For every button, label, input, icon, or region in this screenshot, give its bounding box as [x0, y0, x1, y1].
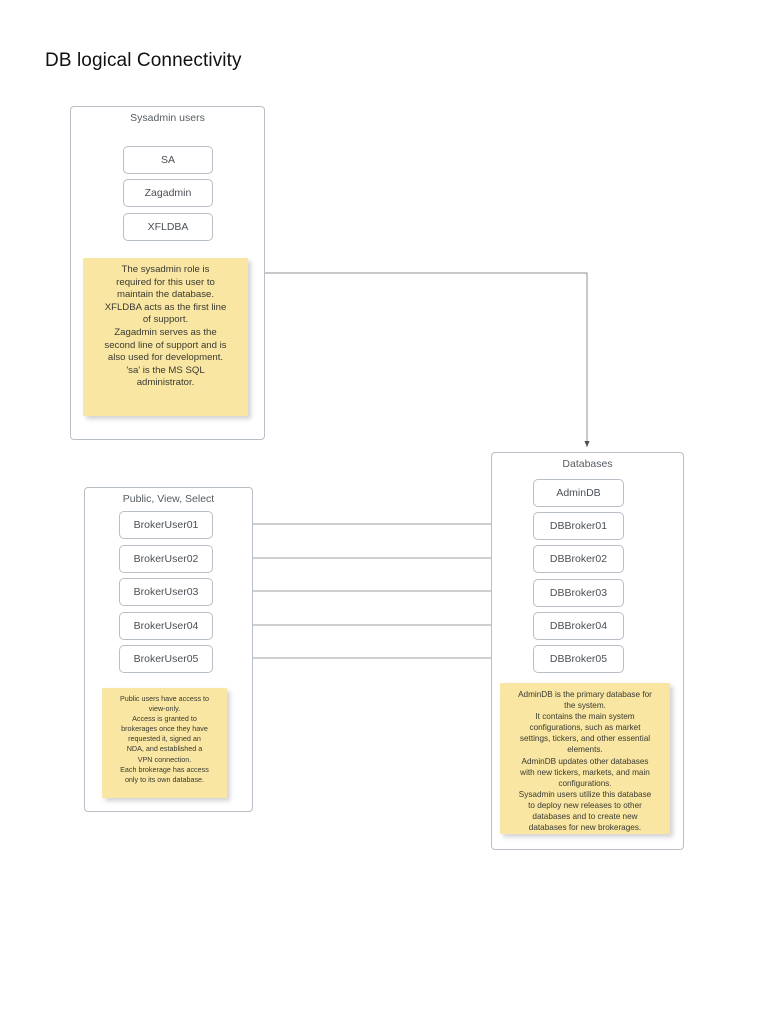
node-dbbroker03[interactable]: DBBroker03: [533, 579, 624, 607]
node-dbbroker05[interactable]: DBBroker05: [533, 645, 624, 673]
note-line: AdminDB is the primary database for: [518, 690, 652, 699]
note-line: required for this user to: [116, 276, 215, 288]
note-line: The sysadmin role is: [121, 264, 210, 275]
node-brokeruser02[interactable]: BrokerUser02: [119, 545, 213, 573]
node-xfldba[interactable]: XFLDBA: [123, 213, 213, 241]
group-title-databases: Databases: [562, 458, 613, 470]
note-line: 'sa' is the MS SQL: [126, 364, 205, 376]
note-line: configurations.: [558, 778, 612, 788]
note-line: Public users have access to: [119, 694, 210, 703]
node-brokeruser05[interactable]: BrokerUser05: [119, 645, 213, 673]
note-line: VPN connection.: [137, 754, 192, 764]
page-title: DB logical Connectivity: [45, 50, 242, 71]
node-admindb[interactable]: AdminDB: [533, 479, 624, 507]
note-line: elements.: [567, 745, 603, 755]
node-sa[interactable]: SA: [123, 146, 213, 174]
note-line: Sysadmin users utilize this database: [518, 789, 652, 799]
node-dbbroker04[interactable]: DBBroker04: [533, 612, 624, 640]
node-brokeruser01[interactable]: BrokerUser01: [119, 511, 213, 539]
note-line: to deploy new releases to other: [528, 800, 642, 810]
note-public-access: Public users have access to view-only. A…: [102, 688, 227, 798]
note-line: settings, tickers, and other essential: [519, 734, 651, 744]
note-line: administrator.: [136, 377, 195, 389]
note-line: only to its own database.: [124, 774, 205, 784]
node-brokeruser03[interactable]: BrokerUser03: [119, 578, 213, 606]
note-line: XFLDBA acts as the first line: [104, 301, 227, 313]
note-line: the system.: [564, 701, 606, 711]
note-line: of support.: [142, 314, 189, 326]
group-title-public-view-select: Public, View, Select: [122, 493, 215, 505]
note-line: NDA, and established a: [126, 744, 203, 754]
note-line: brokerages once they have: [121, 724, 208, 734]
note-line: requested it, signed an: [128, 734, 201, 744]
note-line: Access is granted to: [132, 714, 197, 724]
note-line: with new tickers, markets, and main: [520, 767, 650, 777]
note-line: also used for development.: [107, 352, 224, 364]
note-line: databases and to create new: [532, 812, 638, 822]
node-brokeruser04[interactable]: BrokerUser04: [119, 612, 213, 640]
note-line: maintain the database.: [116, 289, 215, 301]
node-zagadmin[interactable]: Zagadmin: [123, 179, 213, 207]
node-dbbroker02[interactable]: DBBroker02: [533, 545, 624, 573]
note-line: AdminDB updates other databases: [521, 756, 649, 766]
note-sysadmin-role: The sysadmin role is required for this u…: [83, 258, 248, 416]
node-dbbroker01[interactable]: DBBroker01: [533, 512, 624, 540]
note-line: databases for new brokerages.: [528, 823, 642, 833]
note-line: Each brokerage has access: [120, 764, 209, 774]
group-title-sysadmin-users: Sysadmin users: [130, 112, 205, 124]
note-line: It contains the main system: [535, 712, 635, 722]
note-admindb-description: AdminDB is the primary database for the …: [500, 683, 670, 834]
note-line: view-only.: [148, 704, 181, 714]
note-line: Zagadmin serves as the: [114, 326, 217, 338]
connector-sysadmin-to-databases: [265, 272, 590, 447]
note-line: second line of support and is: [104, 339, 227, 351]
note-line: configurations, such as market: [529, 723, 641, 733]
